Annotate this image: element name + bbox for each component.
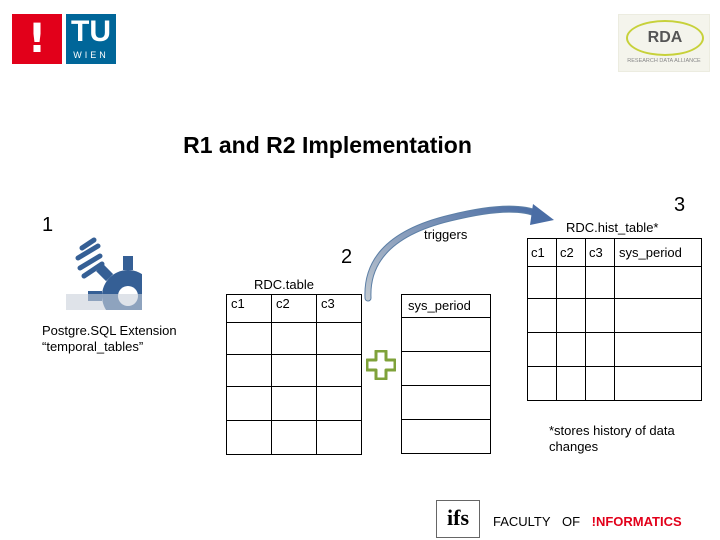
rda-globe-icon: [626, 20, 704, 56]
rda-logo-subtitle: RESEARCH DATA ALLIANCE: [627, 58, 701, 64]
curved-arrow-icon: [364, 204, 554, 302]
ifs-logo: ifs: [436, 500, 480, 538]
rdc-table-header-c1: c1: [231, 296, 245, 311]
table-row: [527, 298, 702, 333]
hist-table-header-c3: c3: [589, 244, 603, 260]
marker-3: 3: [674, 194, 686, 216]
table-row: [226, 386, 362, 421]
rdc-table: c1 c2 c3: [226, 294, 362, 455]
of-word: OF: [561, 514, 581, 529]
table-row: [527, 366, 702, 401]
faculty-word: FACULTY: [493, 514, 551, 529]
rdc-table-name: RDC.table: [254, 277, 314, 292]
hist-table-header-sys-period: sys_period: [619, 244, 682, 260]
rda-logo-text: RDA: [640, 28, 690, 48]
history-note-line1: *stores history of data: [549, 423, 675, 438]
marker-2: 2: [341, 246, 353, 268]
gear-icon: [66, 234, 142, 310]
table-row: [226, 322, 362, 355]
table-row: [401, 385, 491, 420]
history-note-line2: changes: [549, 439, 599, 454]
tu-wien-logo: TU WIEN: [66, 14, 116, 64]
sys-period-header: sys_period: [408, 298, 471, 313]
informatics-word: !NFORMATICS: [591, 514, 682, 529]
hist-table-header-c2: c2: [560, 244, 574, 260]
hist-table-name: RDC.hist_table*: [566, 220, 659, 235]
hist-table-header-c1: c1: [531, 244, 545, 260]
extension-label-line2: “temporal_tables”: [42, 339, 144, 354]
table-row: [401, 351, 491, 386]
table-row: [527, 332, 702, 367]
rdc-table-header-c2: c2: [276, 296, 290, 311]
ifs-logo-text: ifs: [447, 505, 469, 530]
faculty-informatics-label: FACULTY OF !NFORMATICS: [493, 514, 682, 529]
table-row: [401, 419, 491, 454]
rdc-table-header-c3: c3: [321, 296, 335, 311]
marker-1: 1: [42, 214, 54, 236]
table-row: [226, 420, 362, 455]
table-row: [401, 317, 491, 352]
hist-table: c1 c2 c3 sys_period: [527, 238, 702, 401]
sys-period-column: sys_period: [401, 294, 491, 454]
slide-title: R1 and R2 Implementation: [183, 132, 472, 158]
extension-label-line1: Postgre.SQL Extension: [42, 323, 177, 338]
plus-icon: [366, 350, 396, 380]
table-row: [527, 266, 702, 299]
table-row: [226, 354, 362, 387]
triggers-label: triggers: [424, 227, 468, 242]
tu-wien-logo-mark: !: [12, 14, 62, 64]
